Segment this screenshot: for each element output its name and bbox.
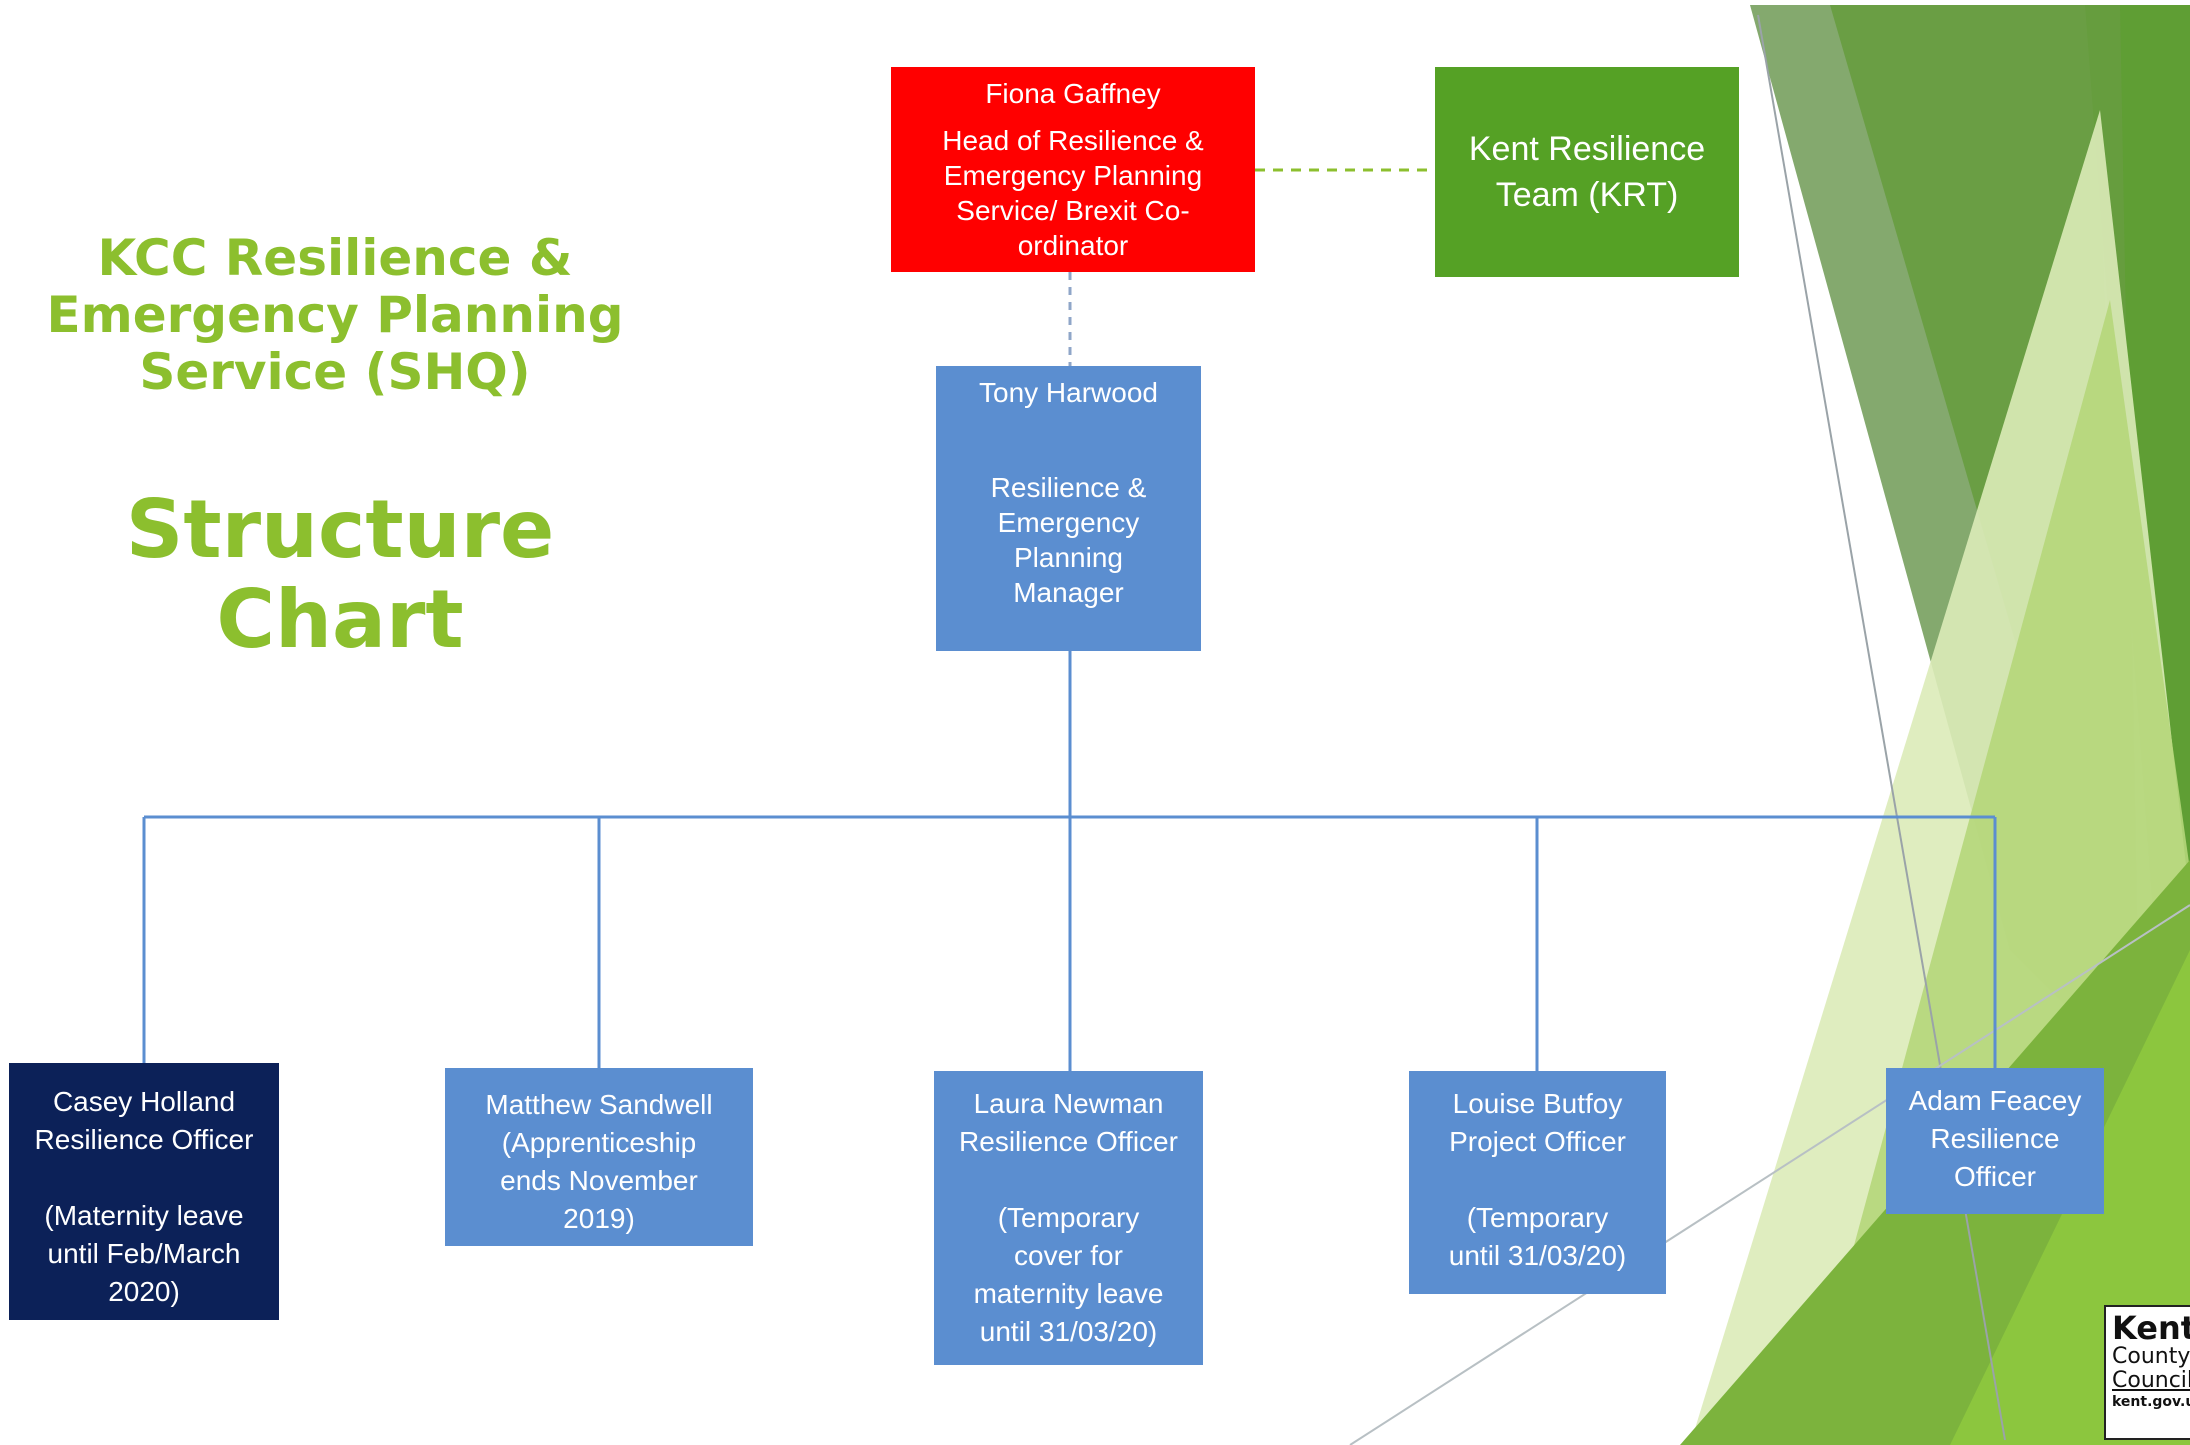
deco-shape-pale: [1690, 110, 2190, 1445]
node-head-name: Fiona Gaffney: [985, 78, 1161, 109]
node-manager: Tony Harwood Resilience & Emergency Plan…: [936, 366, 1201, 651]
node-adam-text: Adam Feacey Resilience Officer: [1908, 1085, 2082, 1192]
logo-line1: Kent: [2112, 1309, 2190, 1347]
node-louise-butfoy: Louise Butfoy Project Officer (Temporary…: [1409, 1071, 1666, 1294]
node-laura-text: Laura Newman Resilience Officer (Tempora…: [959, 1088, 1178, 1347]
node-matthew-text: Matthew Sandwell (Apprenticeship ends No…: [485, 1089, 713, 1234]
node-head-role: Head of Resilience & Emergency Planning …: [942, 125, 1204, 261]
kent-county-council-logo: Kent County Council kent.gov.uk: [2104, 1305, 2190, 1440]
node-krt-label: Kent Resilience Team (KRT): [1468, 130, 1706, 214]
node-manager-name: Tony Harwood: [979, 377, 1158, 408]
node-casey-text: Casey Holland Resilience Officer (Matern…: [34, 1086, 254, 1307]
node-manager-role: Resilience & Emergency Planning Manager: [990, 472, 1147, 608]
logo-line3: Council: [2112, 1368, 2190, 1393]
node-adam-feacey: Adam Feacey Resilience Officer: [1886, 1068, 2104, 1214]
node-matthew-sandwell: Matthew Sandwell (Apprenticeship ends No…: [445, 1068, 753, 1246]
deco-line-2: [1349, 904, 2190, 1445]
node-casey-holland: Casey Holland Resilience Officer (Matern…: [9, 1063, 279, 1320]
node-head-of-service: Fiona Gaffney Head of Resilience & Emerg…: [891, 67, 1255, 272]
node-louise-text: Louise Butfoy Project Officer (Temporary…: [1448, 1088, 1627, 1271]
node-kent-resilience-team: Kent Resilience Team (KRT): [1435, 67, 1739, 277]
service-title: KCC Resilience & Emergency Planning Serv…: [46, 229, 624, 401]
structure-chart-title: Structure Chart: [125, 483, 555, 666]
logo-line4: kent.gov.uk: [2112, 1394, 2190, 1410]
logo-line2: County: [2112, 1344, 2190, 1369]
node-laura-newman: Laura Newman Resilience Officer (Tempora…: [934, 1071, 1203, 1365]
deco-shape-green1: [2085, 5, 2190, 1445]
